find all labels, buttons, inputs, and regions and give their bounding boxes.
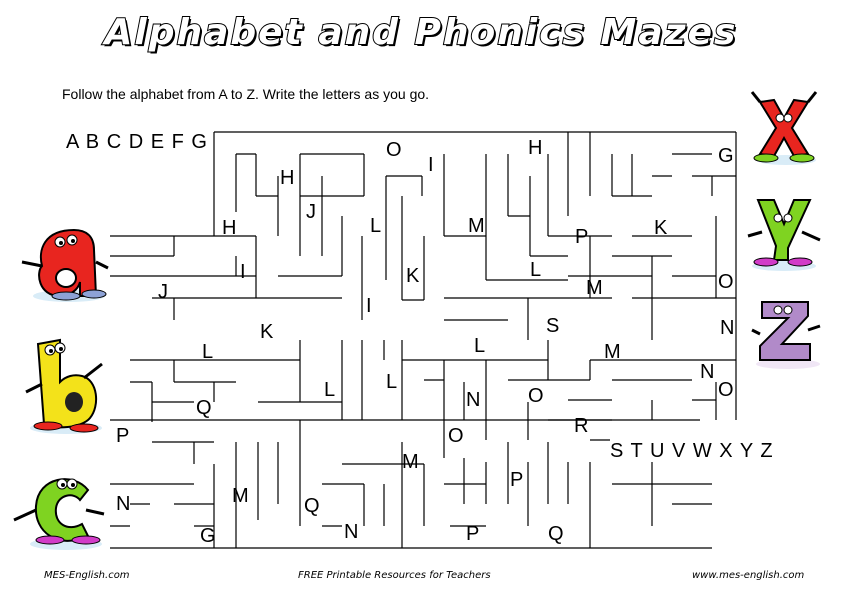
maze-letter: O — [386, 139, 402, 161]
maze-letter: R — [574, 415, 588, 437]
maze-letter: S — [546, 315, 559, 337]
maze-letter: M — [402, 451, 419, 473]
maze-letter: L — [324, 379, 335, 401]
maze-letter: P — [575, 226, 588, 248]
maze-letter: G — [718, 145, 734, 167]
sequence-start: A B C D E F G — [66, 131, 208, 153]
maze-letter: L — [202, 341, 213, 363]
maze-letter: Q — [548, 523, 564, 545]
maze-letter: N — [720, 317, 734, 339]
letter-c-mascot-icon — [13, 478, 105, 550]
maze-letter: J — [158, 281, 168, 303]
maze-letter: N — [700, 361, 714, 383]
maze-letter: L — [530, 259, 541, 281]
maze-letter: H — [528, 137, 542, 159]
maze-letter: J — [306, 201, 316, 223]
maze-letter: O — [718, 271, 734, 293]
maze-letter: I — [240, 261, 246, 283]
maze-letter: H — [280, 167, 294, 189]
maze-letter: G — [200, 525, 216, 547]
letter-y-mascot-icon — [747, 199, 821, 271]
maze-letter: P — [466, 523, 479, 545]
maze-letter: N — [116, 493, 130, 515]
maze-letter: L — [474, 335, 485, 357]
maze-letter: K — [654, 217, 668, 239]
maze-letter: Q — [196, 397, 212, 419]
footer-center: FREE Printable Resources for Teachers — [298, 570, 491, 581]
maze-letter: I — [428, 154, 434, 176]
instructions: Follow the alphabet from A to Z. Write t… — [62, 86, 430, 102]
maze-letter: O — [528, 385, 544, 407]
maze-letter: H — [222, 217, 236, 239]
maze-letter: M — [232, 485, 249, 507]
maze-letter: K — [406, 265, 420, 287]
maze-letter: I — [366, 295, 372, 317]
sequence-end: S T U V W X Y Z — [610, 440, 774, 462]
maze-letter: O — [448, 425, 464, 447]
maze-letter: K — [260, 321, 274, 343]
letter-a-mascot-icon — [21, 228, 109, 302]
maze-letter: N — [344, 521, 358, 543]
letter-b-mascot-icon — [25, 338, 103, 434]
maze-letter: O — [718, 379, 734, 401]
footer-left: MES-English.com — [44, 570, 130, 581]
letter-x-mascot-icon — [750, 91, 818, 165]
footer-right: www.mes-english.com — [692, 570, 805, 581]
page-title: Alphabet and Phonics Mazes — [104, 11, 738, 54]
maze-letter: M — [468, 215, 485, 237]
letter-z-mascot-icon — [751, 301, 821, 369]
maze-letter: M — [604, 341, 621, 363]
maze-letter: L — [370, 215, 381, 237]
maze-letter: M — [586, 277, 603, 299]
maze-letter: Q — [304, 495, 320, 517]
maze-letter: P — [116, 425, 129, 447]
maze-letter: L — [386, 371, 397, 393]
maze-letter: N — [466, 389, 480, 411]
maze-letter: P — [510, 469, 523, 491]
